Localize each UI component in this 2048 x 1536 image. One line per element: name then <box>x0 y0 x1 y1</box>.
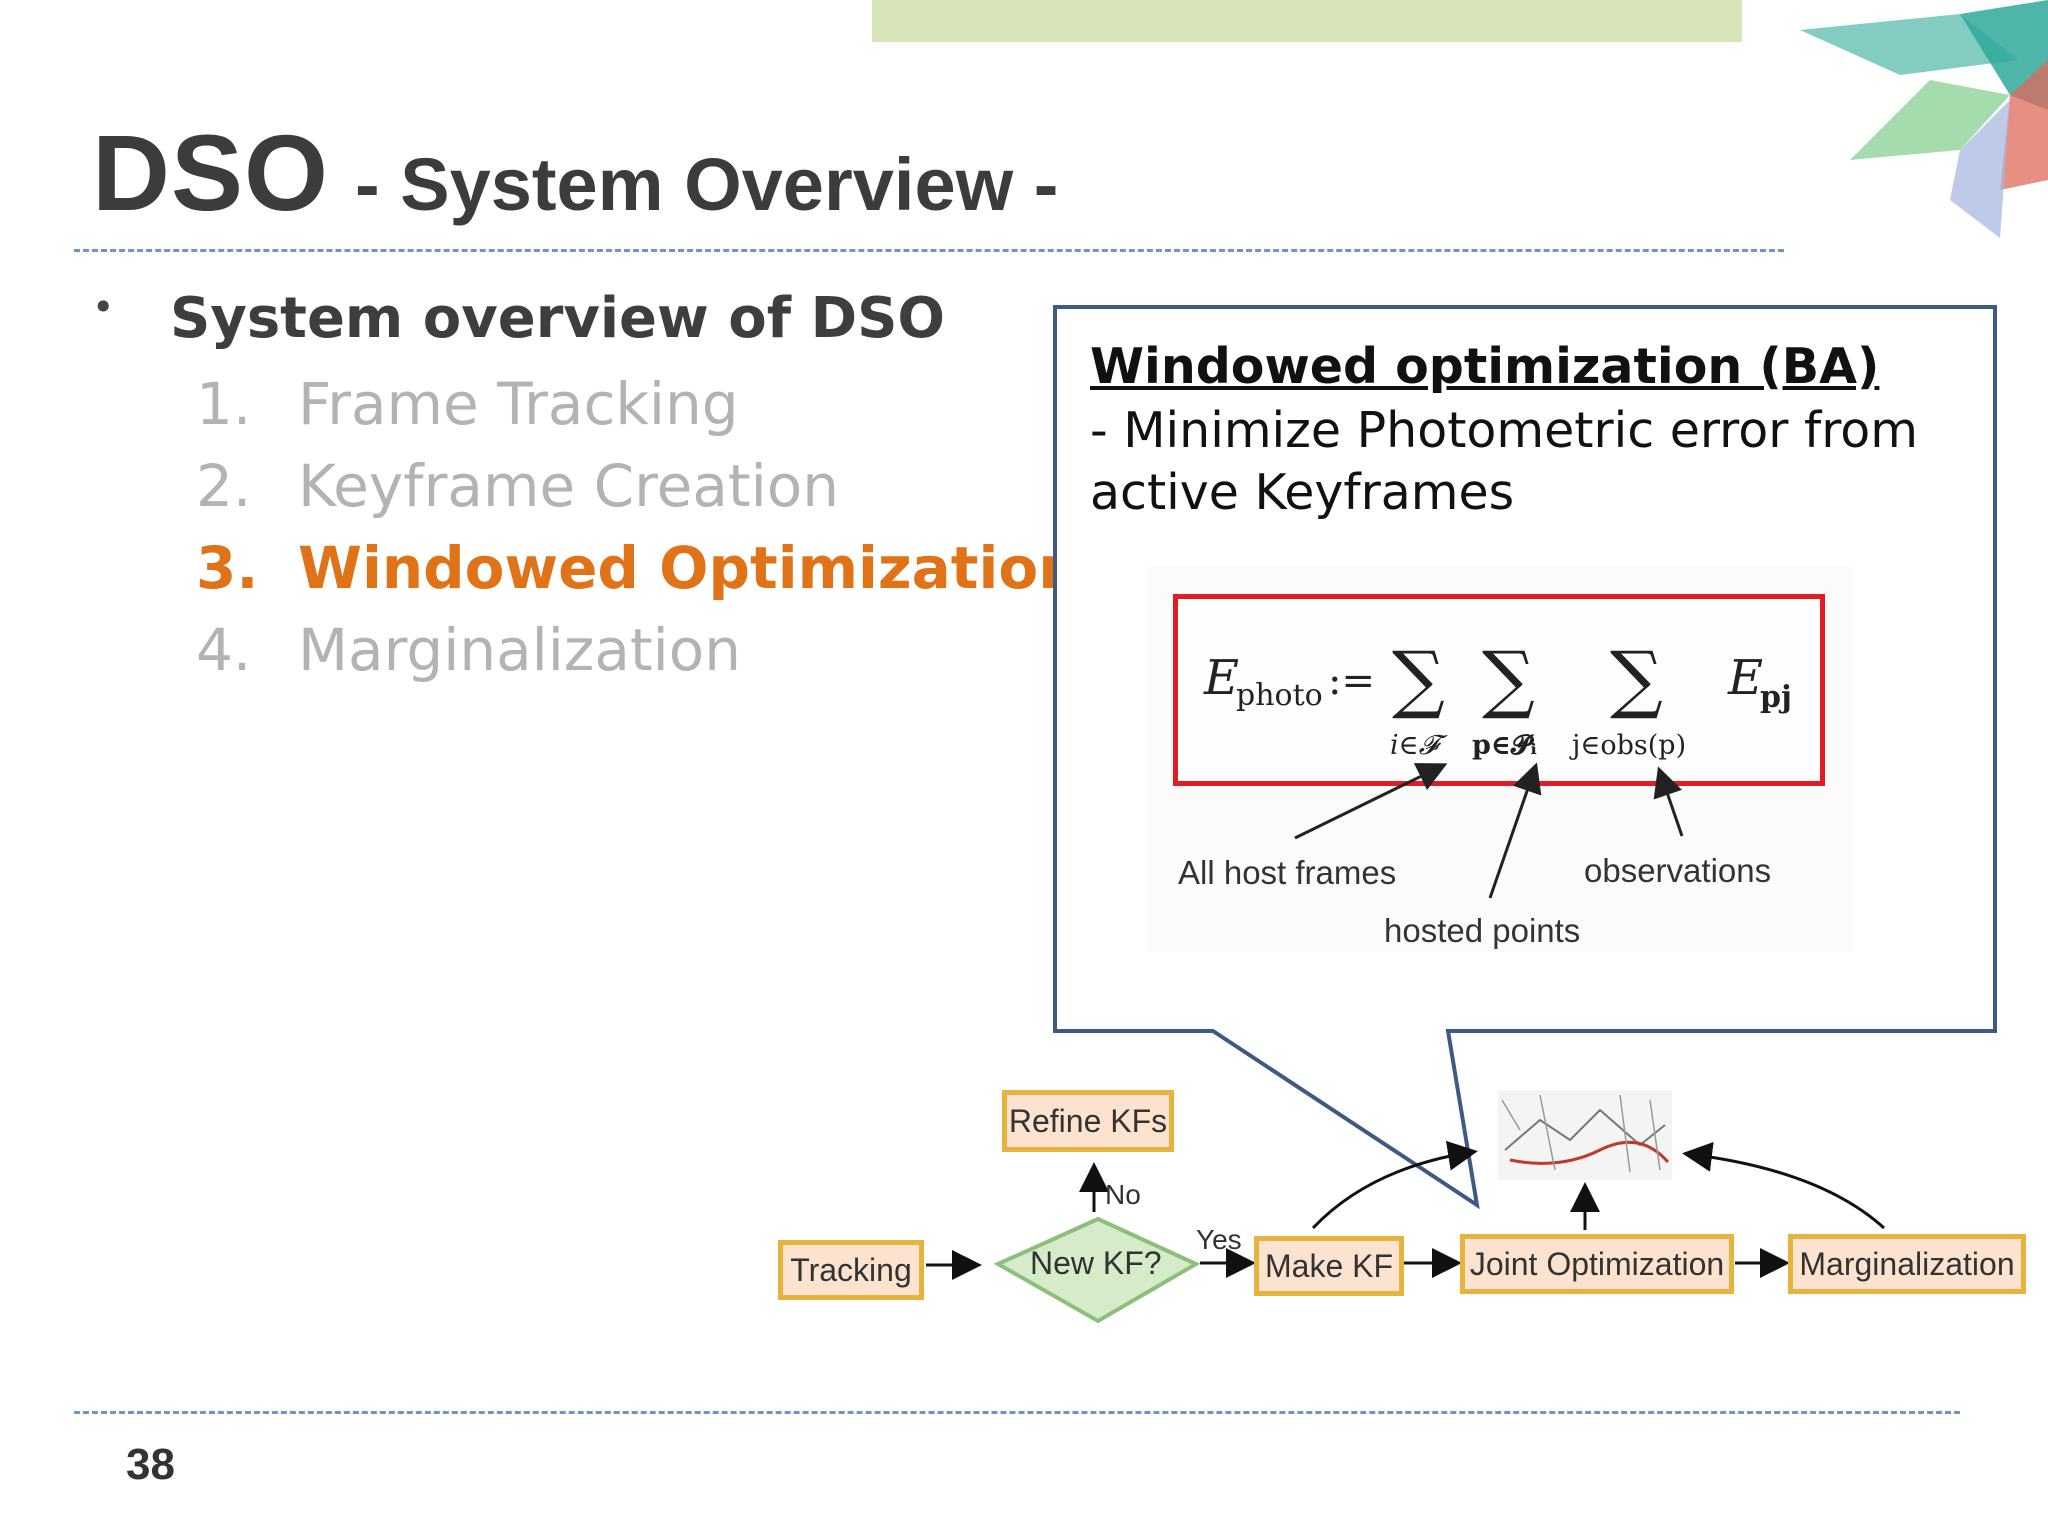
formula-rhs-subscript: pj <box>1760 680 1792 715</box>
flow-yes-label: Yes <box>1196 1224 1242 1255</box>
step-label: Windowed Optimization <box>298 534 1080 602</box>
formula-sub-observations: j∈obs(p) <box>1572 730 1687 761</box>
step-label: Marginalization <box>298 616 741 684</box>
bullet-heading: System overview of DSO <box>170 286 946 351</box>
annotation-hosted-points: hosted points <box>1384 912 1581 949</box>
annotation-observations: observations <box>1584 852 1772 889</box>
flow-marginalization: Marginalization <box>1788 1234 2026 1294</box>
step-number: 2. <box>196 452 252 520</box>
formula-sum-1: ∑ <box>1392 636 1445 722</box>
corner-decoration-icon <box>1800 0 2048 238</box>
title-subtitle: - System Overview - <box>355 143 1059 226</box>
slide-title: DSO - System Overview - <box>92 110 1058 235</box>
formula-sub-frames: i∈𝓕 <box>1390 730 1439 761</box>
top-divider <box>74 249 1784 252</box>
page-number: 38 <box>126 1440 175 1489</box>
flow-make-kf: Make KF <box>1254 1236 1404 1296</box>
flow-refine-kfs: Refine KFs <box>1002 1090 1174 1152</box>
step-keyframe-creation: 2. Keyframe Creation <box>196 452 839 520</box>
step-label: Frame Tracking <box>298 370 739 438</box>
point-cloud-thumbnail <box>1498 1090 1672 1180</box>
callout-title: Windowed optimization (BA) <box>1090 338 1880 395</box>
step-marginalization: 4. Marginalization <box>196 616 741 684</box>
formula-sum-3: ∑ <box>1610 636 1663 722</box>
formula-rhs: E <box>1728 650 1764 706</box>
step-windowed-optimization: 3. Windowed Optimization <box>196 534 1080 602</box>
formula-box <box>1173 594 1825 786</box>
formula-lhs: E <box>1204 650 1240 706</box>
formula-sum-2: ∑ <box>1482 636 1535 722</box>
step-number: 4. <box>196 616 252 684</box>
flow-no-label: No <box>1105 1179 1141 1210</box>
title-main: DSO <box>92 112 330 233</box>
annotation-host-frames: All host frames <box>1178 854 1397 891</box>
formula-assign: := <box>1328 658 1375 704</box>
callout-description: - Minimize Photometric error from active… <box>1090 402 1918 521</box>
step-frame-tracking: 1. Frame Tracking <box>196 370 739 438</box>
flow-joint-optimization: Joint Optimization <box>1460 1234 1734 1294</box>
flow-new-kf-decision: New KF? <box>1030 1245 1162 1281</box>
formula-lhs-subscript: photo <box>1236 678 1323 713</box>
step-number: 3. <box>196 534 259 602</box>
step-number: 1. <box>196 370 252 438</box>
step-label: Keyframe Creation <box>298 452 839 520</box>
formula-sub-points: p∈𝓟ᵢ <box>1472 730 1537 761</box>
top-accent-bar <box>872 0 1742 42</box>
bottom-divider <box>74 1411 1960 1414</box>
bullet-marker: • <box>92 285 115 329</box>
flow-tracking: Tracking <box>778 1240 924 1300</box>
